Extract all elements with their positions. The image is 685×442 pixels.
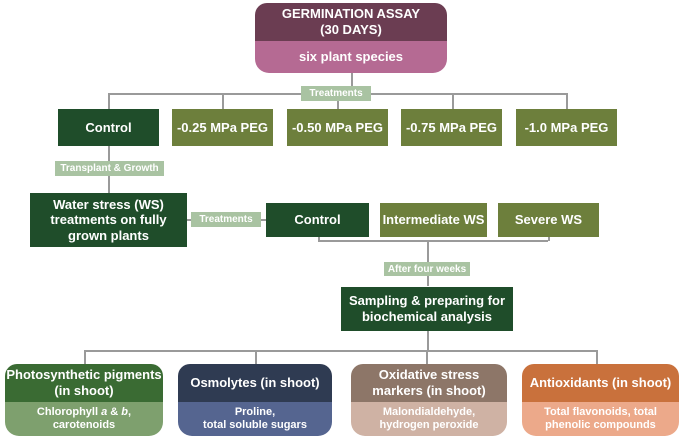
osmolytes-details: Proline, total soluble sugars — [178, 402, 332, 436]
germination-control-box: Control — [58, 109, 159, 146]
oxidative-stress-details: Malondialdehyde, hydrogen peroxide — [351, 402, 507, 436]
connector-drop-osm — [255, 350, 257, 364]
ws-severe-box: Severe WS — [498, 203, 599, 237]
connector-drop-control — [108, 93, 110, 109]
connector-bottom-horizontal — [84, 350, 596, 352]
after-four-weeks-tag: After four weeks — [384, 262, 470, 276]
oxidative-stress-title: Oxidative stress markers (in shoot) — [351, 364, 507, 402]
connector-sampling-down — [427, 330, 429, 350]
connector-ws-levels-bottom — [318, 240, 548, 242]
connector-drop-pig — [84, 350, 86, 364]
connector-control-down2 — [318, 236, 320, 241]
connector-drop-anti — [596, 350, 598, 364]
antioxidants-title: Antioxidants (in shoot) — [522, 364, 679, 402]
peg-075-box: -0.75 MPa PEG — [401, 109, 502, 146]
water-stress-box: Water stress (WS) treatments on fully gr… — [30, 193, 187, 247]
six-plant-species-label: six plant species — [255, 41, 447, 73]
connector-header-down — [351, 73, 353, 93]
ws-control-box: Control — [266, 203, 369, 237]
peg-10-box: -1.0 MPa PEG — [516, 109, 617, 146]
antioxidants-details: Total flavonoids, total phenolic compoun… — [522, 402, 679, 436]
connector-drop-025 — [222, 93, 224, 109]
connector-drop-ox — [426, 350, 428, 364]
treatments-tag-top: Treatments — [301, 86, 371, 101]
osmolytes-title: Osmolytes (in shoot) — [178, 364, 332, 402]
transplant-growth-tag: Transplant & Growth — [55, 161, 164, 176]
connector-drop-050 — [337, 93, 339, 109]
sampling-box: Sampling & preparing for biochemical ana… — [341, 287, 513, 331]
peg-050-box: -0.50 MPa PEG — [287, 109, 388, 146]
connector-drop-10 — [566, 93, 568, 109]
treatments-tag-mid: Treatments — [191, 212, 261, 227]
connector-severe-down — [548, 236, 550, 241]
peg-025-box: -0.25 MPa PEG — [172, 109, 273, 146]
photosynthetic-pigments-details: Chlorophyll a & b, carotenoids — [5, 402, 163, 436]
connector-drop-075 — [452, 93, 454, 109]
germination-assay-title: GERMINATION ASSAY (30 DAYS) — [255, 3, 447, 41]
ws-intermediate-box: Intermediate WS — [380, 203, 487, 237]
photosynthetic-pigments-title: Photosynthetic pigments (in shoot) — [5, 364, 163, 402]
